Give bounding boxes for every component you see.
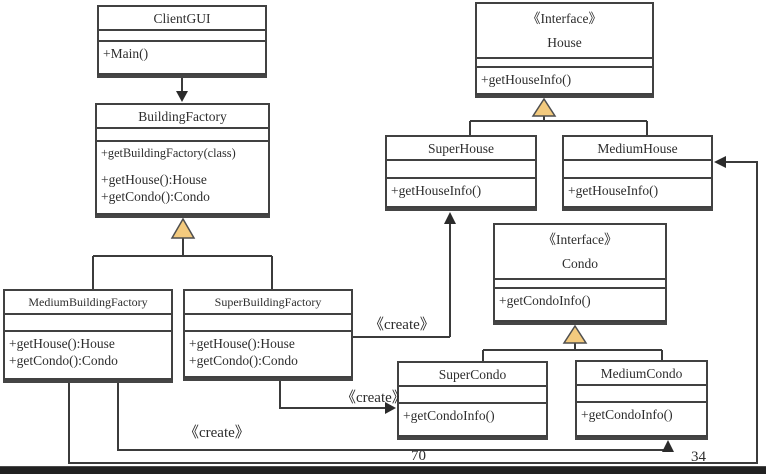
edge-create-supercondo xyxy=(279,378,386,409)
class-attributes xyxy=(577,386,706,403)
method: +getCondo():Condo xyxy=(101,189,210,204)
class-attributes xyxy=(387,161,535,179)
class-superbuildingfactory: SuperBuildingFactory +getHouse():House +… xyxy=(183,289,353,378)
class-mediumcondo: MediumCondo +getCondoInfo() xyxy=(575,360,708,437)
method: +getCondo():Condo xyxy=(189,353,298,368)
edge-condos-realization xyxy=(482,343,663,361)
class-attributes xyxy=(495,280,665,289)
method: +getHouseInfo() xyxy=(481,72,572,87)
stereotype-label: 《Interface》 xyxy=(527,11,602,26)
class-title: SuperHouse xyxy=(387,137,535,161)
class-attributes xyxy=(477,59,652,68)
class-title: SuperBuildingFactory xyxy=(185,291,351,315)
class-attributes xyxy=(399,387,546,404)
page-number-left: 70 xyxy=(411,448,426,464)
class-methods: +getHouseInfo() xyxy=(387,179,535,201)
method: +getHouse():House xyxy=(101,172,207,187)
generalization-triangle-icon xyxy=(562,324,588,344)
generalization-triangle-icon xyxy=(170,217,196,239)
class-buildingfactory: BuildingFactory +getBuildingFactory(clas… xyxy=(95,103,270,215)
stereotype-label: 《Interface》 xyxy=(542,232,618,247)
method: +getCondoInfo() xyxy=(403,408,495,423)
method: +getCondoInfo() xyxy=(499,293,591,308)
method: +getHouseInfo() xyxy=(568,183,659,198)
method: +getHouse():House xyxy=(189,336,295,351)
page-number-right: 34 xyxy=(691,449,706,465)
method: +Main() xyxy=(103,46,149,61)
class-methods: +getHouseInfo() xyxy=(564,179,711,201)
edge-factories-generalization xyxy=(92,238,273,289)
interface-house: 《Interface》 House +getHouseInfo() xyxy=(475,2,654,95)
class-title: MediumCondo xyxy=(577,362,706,386)
method: +getBuildingFactory(class) xyxy=(101,146,236,160)
class-mediumbuildingfactory: MediumBuildingFactory +getHouse():House … xyxy=(3,289,173,380)
class-methods: +getHouse():House +getCondo():Condo xyxy=(185,332,351,371)
method: +getHouse():House xyxy=(9,336,115,351)
interface-name: House xyxy=(547,35,582,50)
class-methods: +getCondoInfo() xyxy=(399,404,546,426)
class-attributes xyxy=(97,129,268,142)
arrowhead-left-icon xyxy=(714,156,726,168)
class-supercondo: SuperCondo +getCondoInfo() xyxy=(397,361,548,437)
edge-houses-realization xyxy=(469,116,648,135)
edge-create-superhouse xyxy=(353,224,451,338)
arrowhead-down-icon xyxy=(176,91,188,102)
create-label-supercondo: 《create》 xyxy=(341,390,407,406)
class-attributes xyxy=(564,161,711,179)
class-title: BuildingFactory xyxy=(97,105,268,129)
class-title: 《Interface》 Condo xyxy=(495,225,665,280)
method: +getCondoInfo() xyxy=(581,407,673,422)
method: +getCondo():Condo xyxy=(9,353,118,368)
arrowhead-right-icon xyxy=(385,402,396,414)
class-title: SuperCondo xyxy=(399,363,546,387)
class-attributes xyxy=(185,315,351,332)
interface-condo: 《Interface》 Condo +getCondoInfo() xyxy=(493,223,667,322)
edge-create-mediumhouse xyxy=(68,161,758,464)
class-methods: +getBuildingFactory(class) +getHouse():H… xyxy=(97,142,268,207)
class-mediumhouse: MediumHouse +getHouseInfo() xyxy=(562,135,713,208)
class-methods: +Main() xyxy=(99,42,265,64)
method: +getHouseInfo() xyxy=(391,183,482,198)
class-title: 《Interface》 House xyxy=(477,4,652,59)
class-title: MediumBuildingFactory xyxy=(5,291,171,315)
class-methods: +getCondoInfo() xyxy=(495,289,665,311)
arrowhead-up-icon xyxy=(662,440,674,452)
class-superhouse: SuperHouse +getHouseInfo() xyxy=(385,135,537,208)
create-label-mediumcondo: 《create》 xyxy=(184,425,250,441)
create-label-superhouse: 《create》 xyxy=(369,317,435,333)
class-title: MediumHouse xyxy=(564,137,711,161)
class-methods: +getHouse():House +getCondo():Condo xyxy=(5,332,171,371)
bottom-bar xyxy=(0,466,766,474)
generalization-triangle-icon xyxy=(531,97,557,117)
class-title: ClientGUI xyxy=(99,7,265,31)
class-clientgui: ClientGUI +Main() xyxy=(97,5,267,75)
class-attributes xyxy=(99,31,265,42)
class-methods: +getHouseInfo() xyxy=(477,68,652,90)
arrowhead-up-icon xyxy=(444,212,456,224)
class-attributes xyxy=(5,315,171,332)
interface-name: Condo xyxy=(561,256,598,271)
class-methods: +getCondoInfo() xyxy=(577,403,706,425)
